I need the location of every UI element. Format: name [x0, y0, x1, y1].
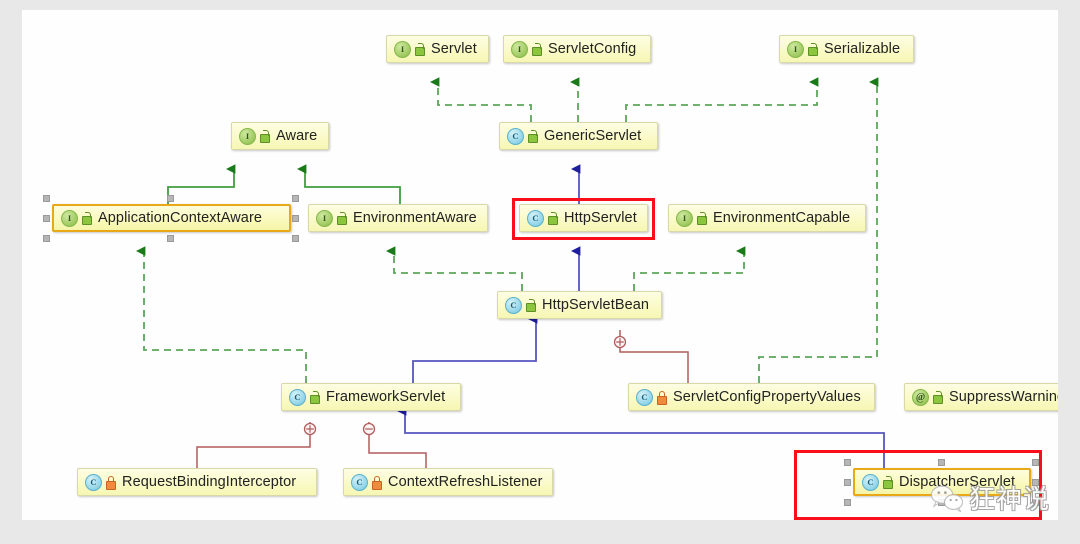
public-visibility-icon: [932, 390, 943, 404]
watermark: 狂神说: [929, 479, 1050, 516]
interface-icon: I: [787, 40, 804, 58]
node-applicationcontextaware[interactable]: I ApplicationContextAware: [52, 204, 291, 232]
edge-environmentaware-extends-aware: [297, 164, 401, 204]
class-icon: C: [505, 296, 522, 314]
node-contextrefreshlistener[interactable]: C ContextRefreshListener: [343, 468, 553, 496]
public-visibility-icon: [81, 211, 92, 225]
public-visibility-icon: [547, 211, 558, 225]
interface-icon: I: [511, 40, 528, 58]
public-visibility-icon: [882, 475, 893, 489]
class-icon: C: [507, 127, 524, 145]
node-label: RequestBindingInterceptor: [122, 474, 297, 490]
public-visibility-icon: [309, 390, 320, 404]
class-icon: C: [636, 388, 653, 406]
node-label: ServletConfigPropertyValues: [673, 389, 861, 405]
public-visibility-icon: [414, 42, 425, 56]
node-label: HttpServlet: [564, 210, 637, 226]
node-label: EnvironmentCapable: [713, 210, 851, 226]
node-label: SuppressWarnings: [949, 389, 1058, 405]
node-label: Servlet: [431, 41, 477, 57]
edge-httpservletbean-implements-environmentaware: [386, 246, 523, 291]
public-visibility-icon: [525, 298, 536, 312]
edge-ctxrefreshlistener-inner-frameworkservlet: [362, 422, 427, 468]
edge-frameworkservlet-extends-httpservletbean: [412, 314, 538, 383]
node-httpservletbean[interactable]: C HttpServletBean: [497, 291, 662, 319]
node-servletconfig[interactable]: I ServletConfig: [503, 35, 651, 63]
private-lock-icon: [105, 476, 116, 490]
node-label: EnvironmentAware: [353, 210, 477, 226]
node-suppresswarnings[interactable]: @ SuppressWarnings: [904, 383, 1058, 411]
node-aware[interactable]: I Aware: [231, 122, 329, 150]
class-icon: C: [85, 473, 102, 491]
interface-icon: I: [676, 209, 693, 227]
node-environmentaware[interactable]: I EnvironmentAware: [308, 204, 488, 232]
node-label: Serializable: [824, 41, 901, 57]
node-label: FrameworkServlet: [326, 389, 446, 405]
node-label: ContextRefreshListener: [388, 474, 543, 490]
node-genericservlet[interactable]: C GenericServlet: [499, 122, 658, 150]
node-label: GenericServlet: [544, 128, 642, 144]
node-frameworkservlet[interactable]: C FrameworkServlet: [281, 383, 461, 411]
node-label: HttpServletBean: [542, 297, 650, 313]
public-visibility-icon: [259, 129, 270, 143]
node-label: DispatcherServlet: [899, 474, 1016, 490]
edge-genericservlet-implements-servlet: [430, 77, 532, 122]
diagram-canvas[interactable]: I Servlet I ServletConfig I Serializable…: [22, 10, 1058, 520]
private-lock-icon: [371, 476, 382, 490]
annotation-icon: @: [912, 388, 929, 406]
node-label: ServletConfig: [548, 41, 637, 57]
edge-appcontextaware-extends-aware: [167, 164, 236, 204]
node-label: Aware: [276, 128, 318, 144]
edge-dispatcherservlet-extends-frameworkservlet: [397, 406, 885, 468]
public-visibility-icon: [696, 211, 707, 225]
node-environmentcapable[interactable]: I EnvironmentCapable: [668, 204, 866, 232]
edge-httpservletbean-implements-environmentcapable: [633, 246, 746, 291]
node-label: ApplicationContextAware: [98, 210, 263, 226]
node-serializable[interactable]: I Serializable: [779, 35, 914, 63]
class-icon: C: [862, 473, 879, 491]
class-icon: C: [527, 209, 544, 227]
interface-icon: I: [316, 209, 333, 227]
class-icon: C: [351, 473, 368, 491]
public-visibility-icon: [527, 129, 538, 143]
node-servletconfigpropertyvalues[interactable]: C ServletConfigPropertyValues: [628, 383, 875, 411]
public-visibility-icon: [807, 42, 818, 56]
interface-icon: I: [239, 127, 256, 145]
public-visibility-icon: [531, 42, 542, 56]
wechat-icon: [930, 485, 964, 512]
node-requestbindinginterceptor[interactable]: C RequestBindingInterceptor: [77, 468, 317, 496]
node-httpservlet[interactable]: C HttpServlet: [519, 204, 648, 232]
interface-icon: I: [61, 209, 78, 227]
edge-genericservlet-implements-serializable: [625, 77, 819, 122]
class-icon: C: [289, 388, 306, 406]
edge-scpropvalues-implements-serializable: [758, 77, 879, 383]
edge-scpropvalues-inner-httpservletbean: [613, 330, 689, 383]
edge-frameworkservlet-implements-appcontextaware: [136, 246, 307, 383]
interface-icon: I: [394, 40, 411, 58]
public-visibility-icon: [336, 211, 347, 225]
edge-reqbindinterceptor-inner-frameworkservlet: [196, 422, 317, 468]
private-lock-icon: [656, 391, 667, 405]
edges-layer: [136, 77, 885, 468]
watermark-text: 狂神说: [968, 485, 1050, 514]
node-servlet[interactable]: I Servlet: [386, 35, 489, 63]
